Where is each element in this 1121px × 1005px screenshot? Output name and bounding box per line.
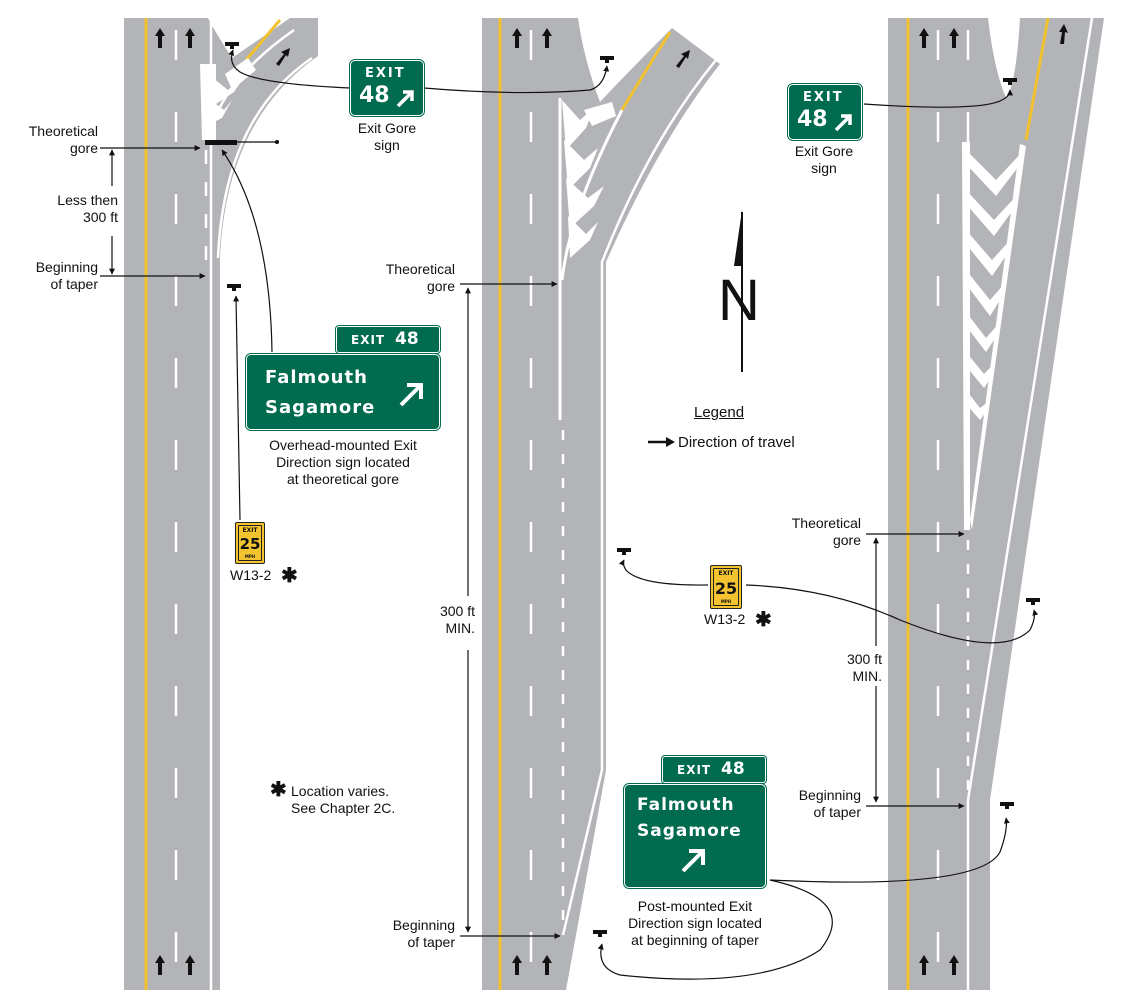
exit-label: EXIT xyxy=(365,66,406,81)
legend-direction-text: Direction of travel xyxy=(678,434,795,451)
p1-exit-tab: EXIT 48 xyxy=(335,325,441,354)
diagonal-arrow-icon xyxy=(834,114,852,132)
location-note: Location varies.See Chapter 2C. xyxy=(291,783,396,816)
diagonal-arrow-icon xyxy=(399,383,423,407)
legend-arrow-icon xyxy=(648,437,675,447)
asterisk-icon: ✱ xyxy=(270,779,287,801)
panel-2-roadway xyxy=(482,18,720,990)
p2-w13-2-label: W13-2 xyxy=(704,611,746,627)
p1-w13-2-sign: EXIT 25 MPH xyxy=(235,522,265,564)
north-label: N xyxy=(718,268,760,333)
asterisk-icon: ✱ xyxy=(281,565,298,587)
p1-exit-gore-sign: EXIT 48 xyxy=(349,59,425,117)
p1-exit-direction-sign: Falmouth Sagamore xyxy=(245,353,441,431)
legend-title: Legend xyxy=(694,404,745,421)
sign-post-icons xyxy=(225,42,1040,937)
asterisk-icon: ✱ xyxy=(755,609,772,631)
north-arrow-icon xyxy=(734,210,743,372)
diagonal-arrow-icon xyxy=(681,849,705,873)
diagonal-arrow-icon xyxy=(396,90,414,108)
p2-exit-direction-sign: Falmouth Sagamore xyxy=(623,783,767,889)
p3-exit-gore-sign: EXIT 48 xyxy=(787,83,863,141)
p2-exit-tab: EXIT 48 xyxy=(661,755,767,784)
panel-1-roadway xyxy=(124,18,318,990)
exit-number: 48 xyxy=(359,83,390,108)
p2-w13-2-sign: EXIT 25 MPH xyxy=(710,565,742,609)
panel-3-roadway xyxy=(888,17,1104,990)
p1-w13-2-label: W13-2 xyxy=(230,567,272,583)
